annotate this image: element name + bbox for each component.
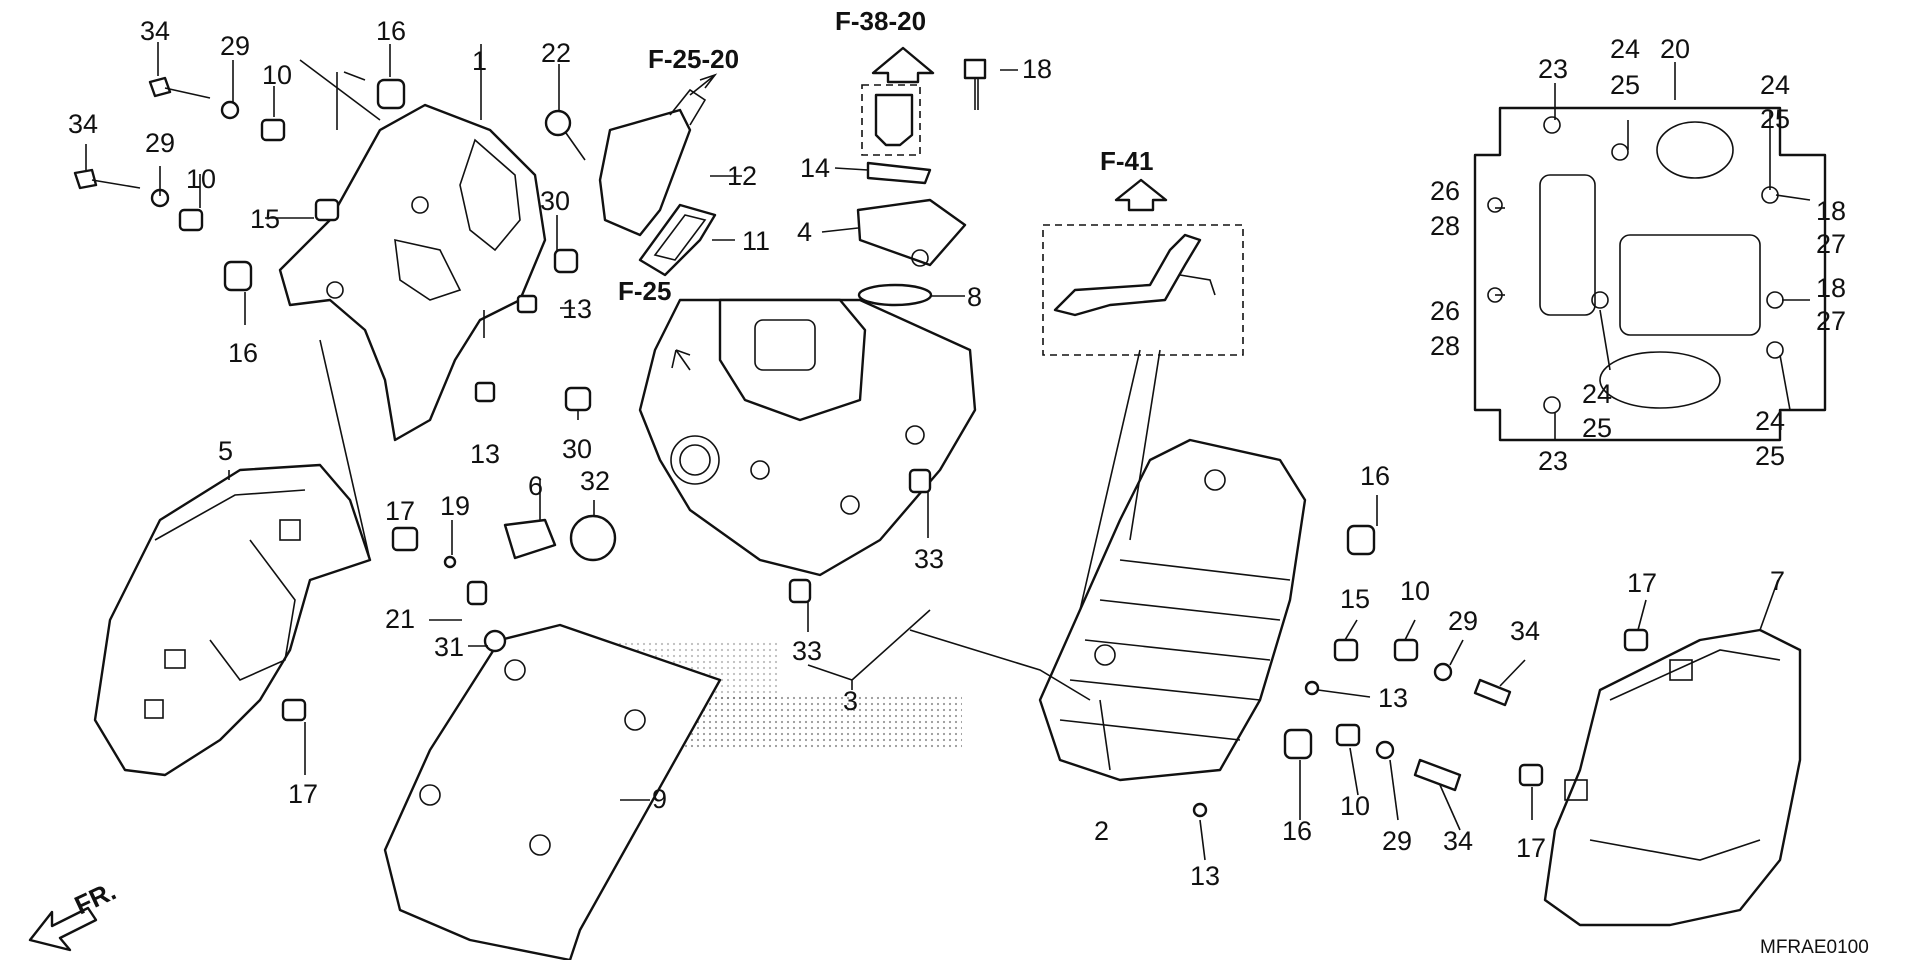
callout-16: 16 [228, 338, 258, 368]
part-f41-hose [1042, 224, 1244, 356]
callout-17: 17 [1516, 833, 1546, 863]
callout-13: 13 [562, 294, 592, 324]
callout-22: 22 [541, 38, 571, 68]
callout-29: 29 [145, 128, 175, 158]
callout-18: 18 [1816, 273, 1846, 303]
callout-30: 30 [562, 434, 592, 464]
callout-20: 20 [1660, 34, 1690, 64]
part-14-clip [866, 161, 932, 185]
part-3-cylinder-head [638, 298, 977, 577]
part-8-o-ring [857, 283, 933, 307]
callout-31: 31 [434, 632, 464, 662]
callout-27: 27 [1816, 229, 1846, 259]
callout-34: 34 [68, 109, 98, 139]
callout-12: 12 [727, 161, 757, 191]
callout-25: 25 [1582, 413, 1612, 443]
ref-f25-20: F-25-20 [648, 44, 739, 74]
callout-29: 29 [1382, 826, 1412, 856]
callout-33: 33 [914, 544, 944, 574]
drawing-code: MFRAE0100 [1760, 937, 1869, 958]
callouts: 34 29 10 16 1 22 18 12 11 14 4 8 34 29 1… [68, 16, 1846, 891]
callout-25: 25 [1755, 441, 1785, 471]
callout-14: 14 [800, 153, 830, 183]
callout-13: 13 [1378, 683, 1408, 713]
callout-21: 21 [385, 604, 415, 634]
callout-30: 30 [540, 186, 570, 216]
callout-13: 13 [1190, 861, 1220, 891]
part-1-bracket [278, 103, 547, 442]
callout-23: 23 [1538, 446, 1568, 476]
part-22-bolt [544, 109, 586, 161]
callout-7: 7 [1770, 566, 1785, 596]
callout-4: 4 [797, 217, 812, 247]
callout-17: 17 [385, 496, 415, 526]
callout-27: 27 [1816, 306, 1846, 336]
callout-19: 19 [440, 491, 470, 521]
callout-13: 13 [470, 439, 500, 469]
callout-26: 26 [1430, 296, 1460, 326]
callout-10: 10 [186, 164, 216, 194]
callout-18: 18 [1816, 196, 1846, 226]
fasteners [73, 76, 1649, 818]
callout-10: 10 [262, 60, 292, 90]
reference-arrows [671, 46, 1168, 371]
callout-32: 32 [580, 466, 610, 496]
part-f38-20-clip [861, 84, 921, 156]
callout-8: 8 [967, 282, 982, 312]
part-11-gasket [638, 203, 717, 277]
callout-23: 23 [1538, 54, 1568, 84]
callout-5: 5 [218, 436, 233, 466]
callout-16: 16 [1360, 461, 1390, 491]
callout-26: 26 [1430, 176, 1460, 206]
part-4-cover [856, 198, 967, 267]
callout-33: 33 [792, 636, 822, 666]
callout-17: 17 [288, 779, 318, 809]
callout-17: 17 [1627, 568, 1657, 598]
ref-f38-20: F-38-20 [835, 6, 926, 36]
callout-24: 24 [1610, 34, 1640, 64]
callout-28: 28 [1430, 331, 1460, 361]
callout-24: 24 [1755, 406, 1785, 436]
callout-11: 11 [742, 226, 770, 256]
part-5-left-cover [93, 463, 372, 777]
callout-16: 16 [376, 16, 406, 46]
callout-18: 18 [1022, 54, 1052, 84]
callout-10: 10 [1400, 576, 1430, 606]
callout-34: 34 [140, 16, 170, 46]
part-9-shield-plate [383, 623, 722, 960]
callout-16: 16 [1282, 816, 1312, 846]
front-arrow-icon: FR. [28, 876, 121, 952]
callout-15: 15 [1340, 584, 1370, 614]
part-gasket-plate [1473, 106, 1827, 442]
callout-6: 6 [528, 471, 543, 501]
callout-24: 24 [1582, 379, 1612, 409]
part-12-breather [598, 88, 707, 237]
part-2-head-cover [909, 438, 1307, 782]
callout-15: 15 [250, 204, 280, 234]
ref-f25: F-25 [618, 276, 671, 306]
part-18-bolt-top [963, 58, 987, 110]
callout-34: 34 [1443, 826, 1473, 856]
callout-25: 25 [1610, 70, 1640, 100]
ref-f41: F-41 [1100, 146, 1153, 176]
callout-9: 9 [652, 784, 667, 814]
callout-1: 1 [472, 46, 487, 76]
callout-24: 24 [1760, 70, 1790, 100]
callout-29: 29 [220, 31, 250, 61]
callout-3: 3 [843, 686, 858, 716]
callout-28: 28 [1430, 211, 1460, 241]
callout-29: 29 [1448, 606, 1478, 636]
callout-25: 25 [1760, 104, 1790, 134]
part-7-right-cover [1543, 628, 1802, 927]
callout-34: 34 [1510, 616, 1540, 646]
leader-lines [85, 42, 1811, 861]
callout-2: 2 [1094, 816, 1109, 846]
callout-10: 10 [1340, 791, 1370, 821]
